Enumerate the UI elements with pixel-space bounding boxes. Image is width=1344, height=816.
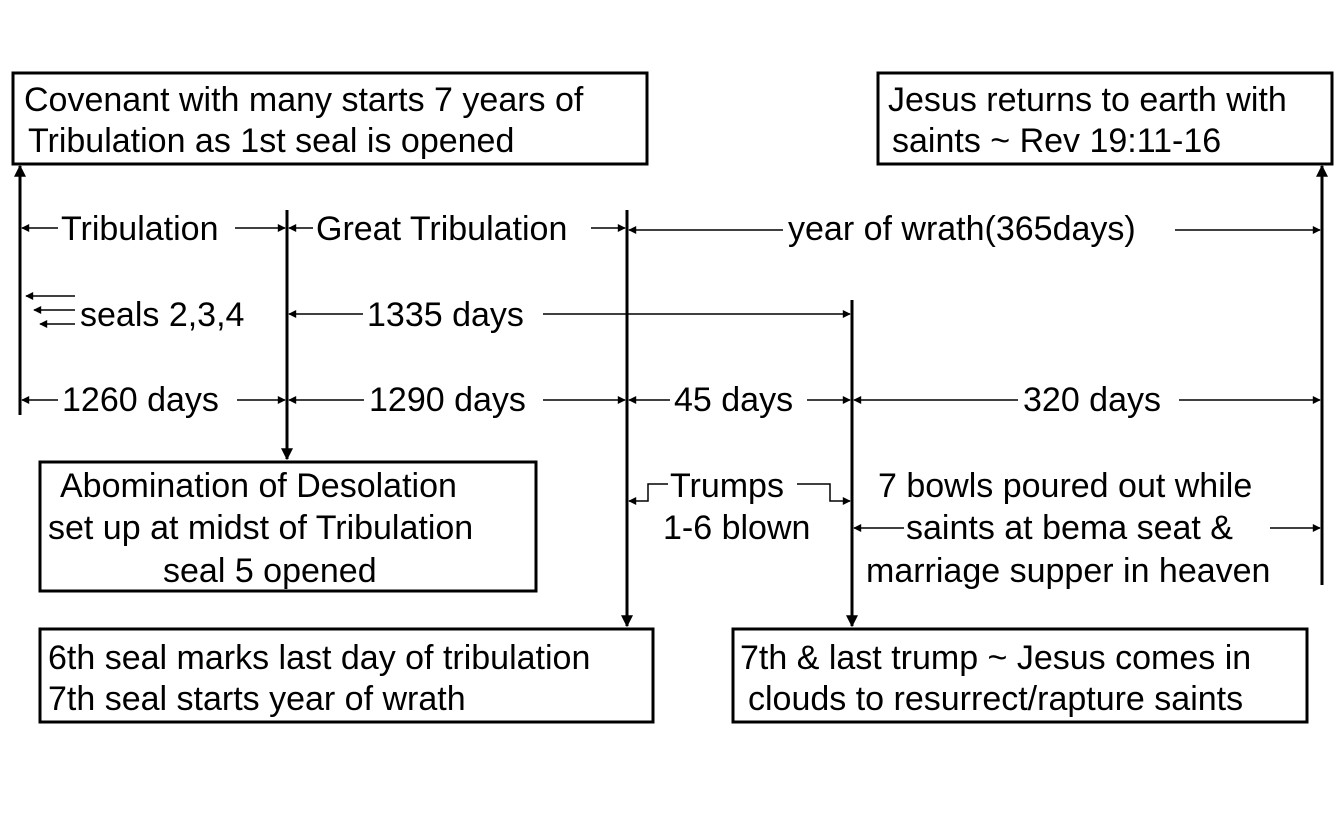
abomination-line-1: Abomination of Desolation — [60, 467, 457, 505]
seals-234-label: seals 2,3,4 — [80, 296, 244, 334]
days-1260-label: 1260 days — [62, 381, 219, 419]
year-of-wrath-span: year of wrath(365days) — [628, 210, 1321, 248]
days-320-span: 320 days — [853, 381, 1321, 419]
days-1335-span: 1335 days — [288, 296, 851, 334]
sixth-seal-line-1: 6th seal marks last day of tribulation — [48, 639, 590, 677]
covenant-box: Covenant with many starts 7 years of Tri… — [11, 71, 649, 166]
trumps-label-1: Trumps — [670, 467, 784, 505]
sixth-seal-line-2: 7th seal starts year of wrath — [48, 680, 466, 718]
seventh-trump-line-1: 7th & last trump ~ Jesus comes in — [740, 639, 1251, 677]
days-45-label: 45 days — [674, 381, 793, 419]
tribulation-label: Tribulation — [61, 210, 218, 248]
days-1335-label: 1335 days — [367, 296, 524, 334]
seals-234-span: seals 2,3,4 — [25, 292, 244, 334]
abomination-box: Abomination of Desolation set up at mids… — [38, 460, 538, 593]
tribulation-span: Tribulation — [21, 210, 286, 248]
seventh-trump-box: 7th & last trump ~ Jesus comes in clouds… — [731, 627, 1309, 724]
bowls-label-1: 7 bowls poured out while — [878, 467, 1252, 505]
trumps-label-2: 1-6 blown — [663, 509, 810, 547]
seventh-trump-line-2: clouds to resurrect/rapture saints — [748, 680, 1243, 718]
bowls-label-2: saints at bema seat & — [906, 509, 1233, 547]
abomination-line-3: seal 5 opened — [163, 552, 377, 590]
great-tribulation-span: Great Tribulation — [288, 210, 626, 248]
year-of-wrath-label: year of wrath(365days) — [788, 210, 1136, 248]
jesus-returns-line-1: Jesus returns to earth with — [888, 81, 1287, 119]
sixth-seal-box: 6th seal marks last day of tribulation 7… — [38, 627, 655, 724]
days-1290-label: 1290 days — [369, 381, 526, 419]
days-1260-span: 1260 days — [21, 381, 286, 419]
bowls-note: 7 bowls poured out while saints at bema … — [853, 467, 1321, 590]
covenant-line-2: Tribulation as 1st seal is opened — [28, 122, 514, 160]
jesus-returns-box: Jesus returns to earth with saints ~ Rev… — [876, 71, 1334, 166]
days-1290-span: 1290 days — [288, 381, 626, 419]
days-45-span: 45 days — [628, 381, 851, 419]
great-tribulation-label: Great Tribulation — [316, 210, 567, 248]
covenant-line-1: Covenant with many starts 7 years of — [24, 81, 584, 119]
days-320-label: 320 days — [1023, 381, 1161, 419]
jesus-returns-line-2: saints ~ Rev 19:11-16 — [892, 122, 1221, 160]
abomination-line-2: set up at midst of Tribulation — [48, 509, 473, 547]
trumps-note: Trumps 1-6 blown — [628, 467, 851, 547]
bowls-label-3: marriage supper in heaven — [866, 552, 1270, 590]
